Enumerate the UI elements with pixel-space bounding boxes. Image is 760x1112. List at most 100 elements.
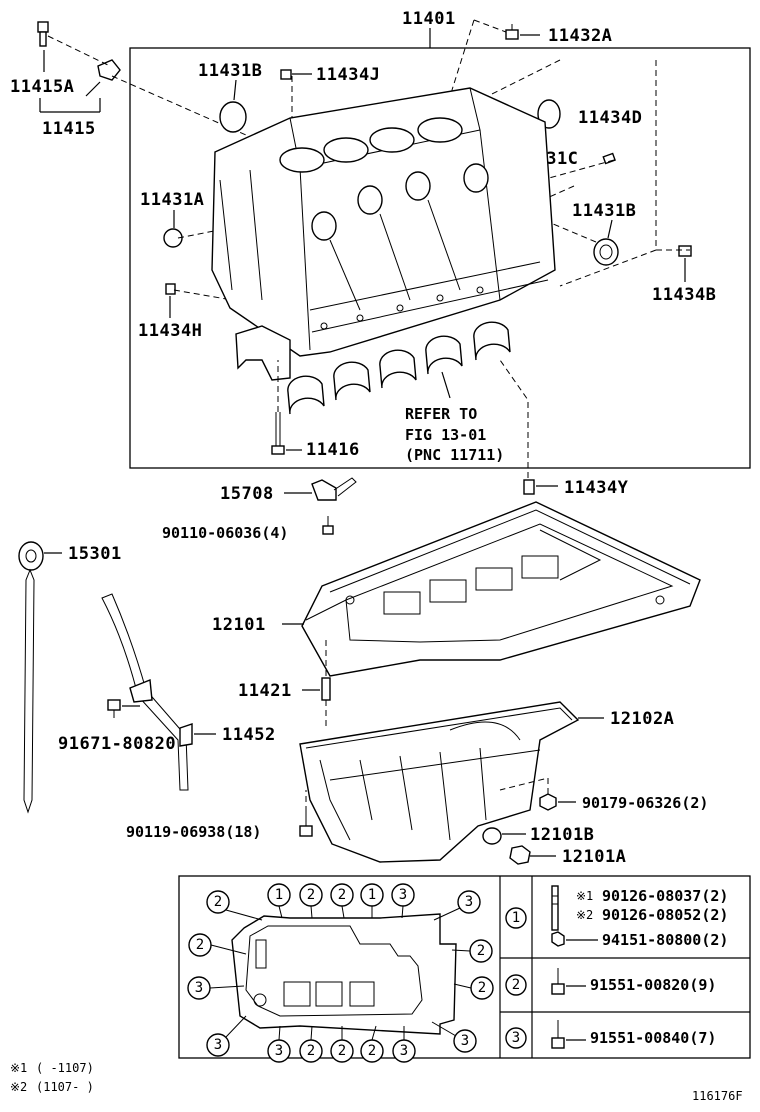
legend-part-91551-00840: 91551-00840(7) [590,1029,716,1047]
cylinder-block-11401 [211,87,556,357]
label-11434D: 11434D [578,108,642,128]
part-15708 [311,477,357,501]
bearing-cap [235,325,291,381]
label-90119-06938: 90119-06938(18) [126,823,261,841]
part-11431B-right [593,238,619,266]
part-11432A [505,24,540,40]
label-90179-06326: 90179-06326(2) [582,794,708,812]
fastener-detail-frame [178,875,751,1059]
label-11421: 11421 [238,681,292,701]
label-12101: 12101 [212,615,266,635]
part-11434Y [523,479,535,495]
pan-callouts-top: 2 1 2 2 1 3 3 [206,883,481,914]
part-11434H [165,283,176,295]
pan-callouts-left: 2 3 3 [187,933,230,1057]
label-11431B-top: 11431B [198,61,262,81]
footnote-text-2: (1107- ) [36,1080,94,1094]
legend-key-1: 1 [505,907,527,929]
label-11415A: 11415A [10,77,74,97]
part-11434D [602,152,616,165]
label-91671-80820: 91671-80820 [58,734,176,754]
part-11431A [163,228,183,248]
svg-text:2: 2 [196,937,204,953]
svg-text:3: 3 [275,1043,283,1059]
svg-text:3: 3 [400,1043,408,1059]
part-11415-clip [97,59,121,81]
label-refer-3: (PNC 11711) [405,446,504,464]
svg-text:2: 2 [512,977,520,993]
nut-icon [551,931,565,947]
part-15301-dipstick [18,541,44,814]
part-11415A [37,21,49,47]
part-12101-oil-pan-upper [301,501,701,677]
part-12102A-oil-pan-lower [299,701,580,863]
figure-id: 116176F [692,1089,743,1103]
footnote-text-1: ( -1107) [36,1061,94,1075]
svg-text:3: 3 [399,887,407,903]
label-12101B: 12101B [530,825,594,845]
part-12101B [482,827,502,845]
part-11421 [321,677,331,701]
part-90179-06326 [539,793,557,811]
pan-callouts-bottom: 3 2 2 2 3 [267,1039,416,1063]
legend-part-91551-00820: 91551-00820(9) [590,976,716,994]
svg-text:2: 2 [307,887,315,903]
label-11431A: 11431A [140,190,204,210]
svg-text:2: 2 [307,1043,315,1059]
label-11434H: 11434H [138,321,202,341]
stud-bolt-icon [551,885,559,931]
label-11415: 11415 [42,119,96,139]
legend-mark-1: ※1 [576,889,593,903]
part-90119-06938 [299,812,313,837]
footnote-mark-1: ※1 [10,1061,27,1075]
svg-text:3: 3 [461,1033,469,1049]
block-group-frame [129,47,751,469]
part-12101A [509,845,531,865]
svg-text:2: 2 [477,943,485,959]
part-91671-80820 [107,699,121,718]
label-11416: 11416 [306,440,360,460]
legend-mark-2: ※2 [576,908,593,922]
label-12101A: 12101A [562,847,626,867]
label-15708: 15708 [220,484,274,504]
svg-text:1: 1 [368,887,376,903]
part-90110-06036 [322,516,334,535]
svg-text:3: 3 [512,1030,520,1046]
legend-key-2: 2 [505,974,527,996]
svg-text:1: 1 [512,910,520,926]
svg-text:2: 2 [478,980,486,996]
svg-text:2: 2 [368,1043,376,1059]
crankshaft-bearings [287,321,511,415]
label-90110-06036: 90110-06036(4) [162,524,288,542]
part-11434B [678,245,692,257]
svg-text:3: 3 [465,894,473,910]
pan-callouts-right: 2 2 3 [453,939,494,1053]
svg-text:3: 3 [214,1037,222,1053]
label-refer-2: FIG 13-01 [405,426,486,444]
footnote-mark-2: ※2 [10,1080,27,1094]
part-11431B-top [219,101,247,133]
label-11434J: 11434J [316,65,380,85]
legend-key-3: 3 [505,1027,527,1049]
svg-text:2: 2 [338,1043,346,1059]
svg-text:2: 2 [214,894,222,910]
label-11431B-right: 11431B [572,201,636,221]
label-11434Y: 11434Y [564,478,629,498]
label-11434B: 11434B [652,285,716,305]
label-15301: 15301 [68,544,122,564]
label-refer-1: REFER TO [405,405,477,423]
pan-plan-view [231,913,457,1035]
callout-leaders [209,905,472,1041]
flange-bolt-icon-3 [551,1020,565,1049]
label-11452: 11452 [222,725,276,745]
part-11452-guide [101,593,193,791]
part-11416 [271,412,285,455]
legend-part-90126-08052: 90126-08052(2) [602,906,728,924]
svg-text:1: 1 [275,887,283,903]
svg-text:3: 3 [195,980,203,996]
legend-part-90126-08037: 90126-08037(2) [602,887,728,905]
svg-text:2: 2 [338,887,346,903]
label-11401: 11401 [402,9,456,29]
part-11434J [280,69,292,80]
